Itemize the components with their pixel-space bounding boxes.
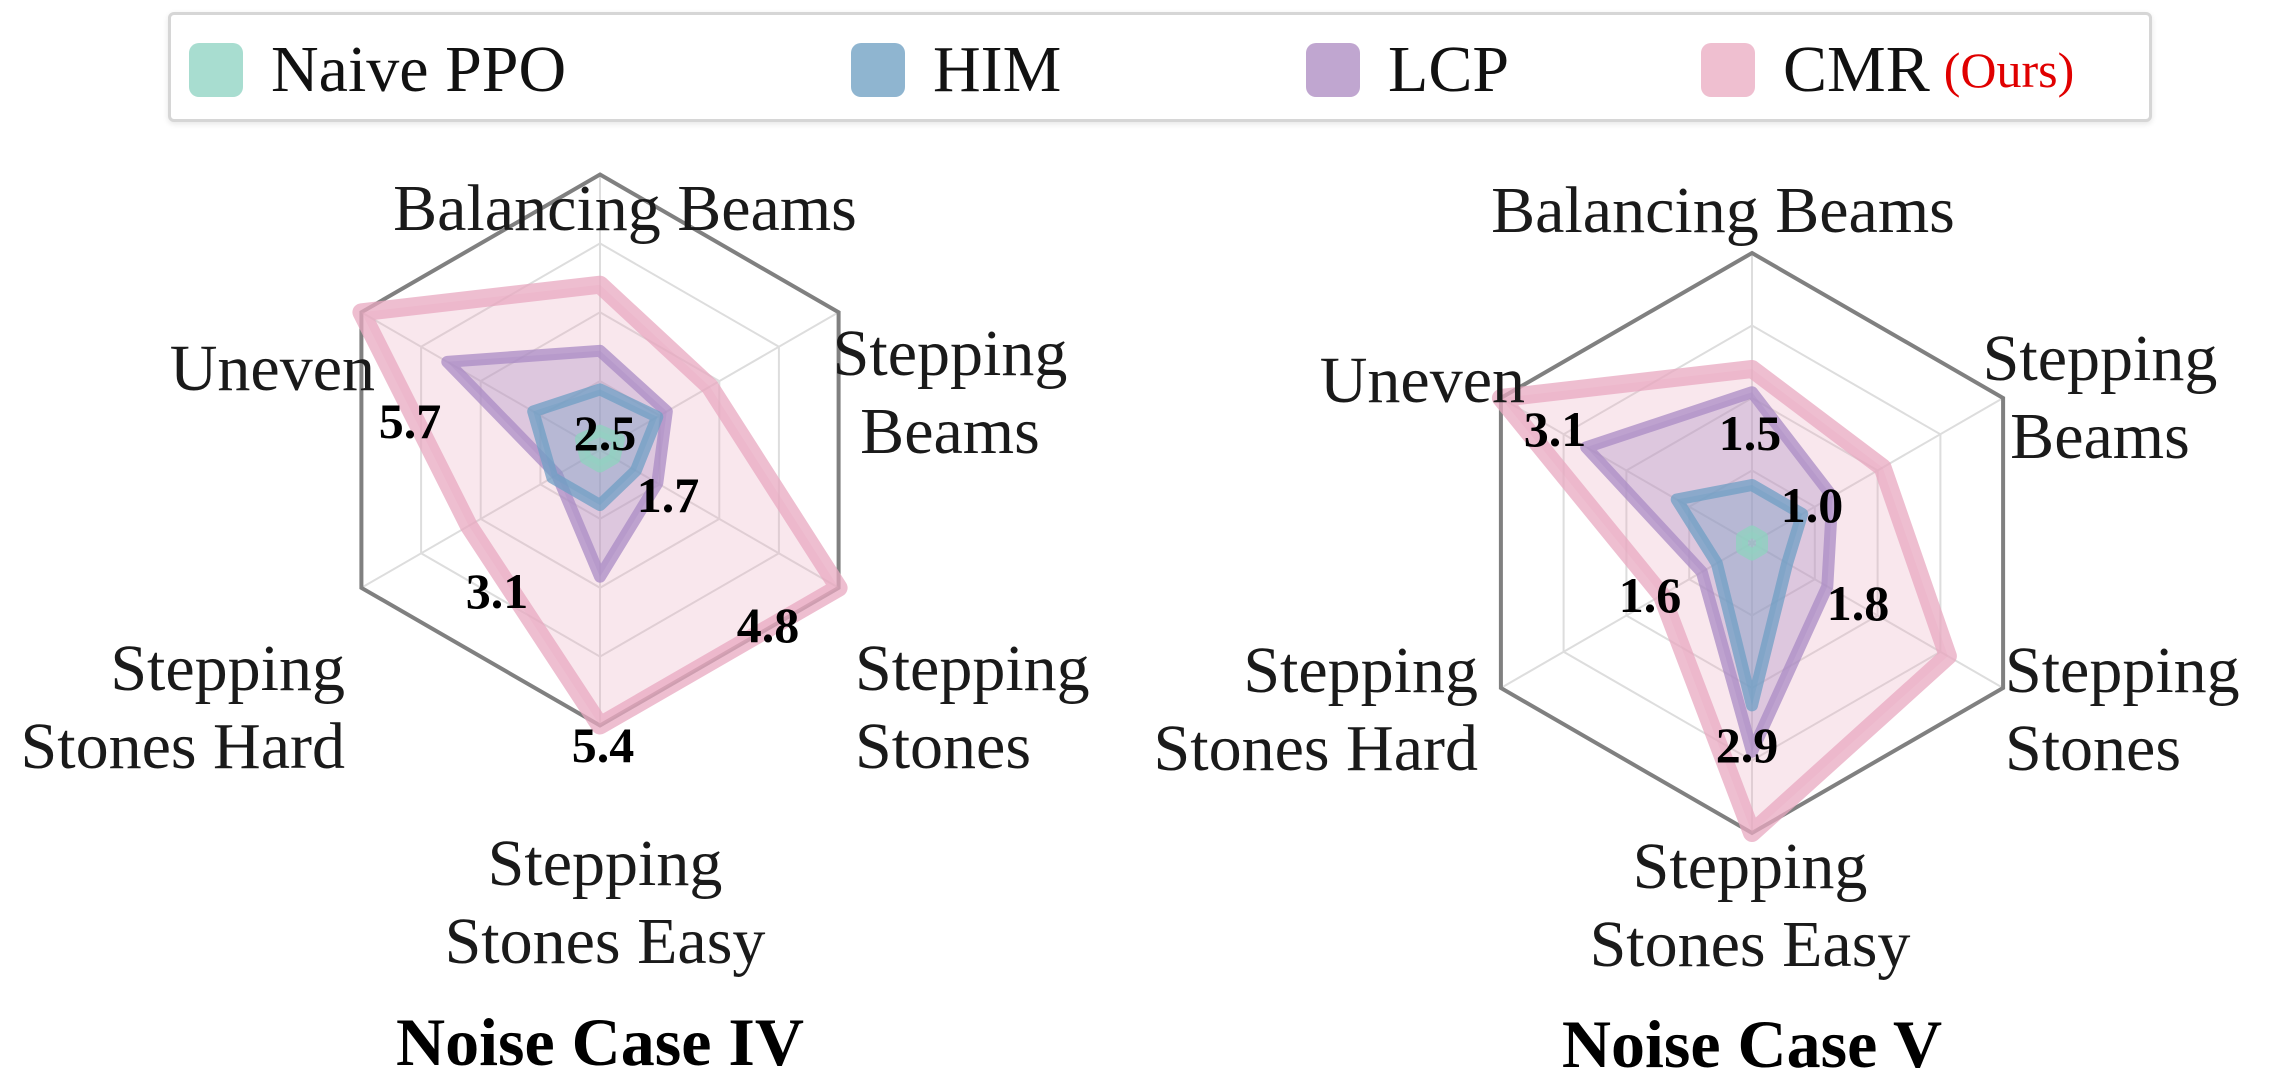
legend-swatch-him: [851, 43, 905, 97]
legend-item-lcp: LCP: [1306, 15, 1509, 125]
axis-label-line: Uneven: [170, 332, 375, 405]
value-label: 1.7: [637, 467, 700, 523]
legend-label: CMR: [1783, 33, 1930, 106]
axis-label-line: Balancing Beams: [393, 172, 857, 245]
axis-label-line: Stepping: [1633, 830, 1868, 903]
axis-label-line: Stones: [855, 710, 1031, 783]
axis-label-line: Stepping: [855, 632, 1090, 705]
chart-title: Noise Case IV: [396, 1004, 804, 1080]
series-lcp: [441, 344, 673, 583]
grid-spoke: [1500, 397, 1753, 544]
axis-label: Balancing Beams: [1491, 174, 1955, 247]
axis-label-line: Stones Hard: [21, 710, 345, 783]
axis-label-line: Balancing Beams: [1491, 174, 1955, 247]
series-him: [527, 383, 664, 512]
series-lcp: [1580, 386, 1839, 758]
value-label: 1.5: [1719, 405, 1782, 461]
axis-label-line: Stepping: [2005, 634, 2240, 707]
value-label: 1.6: [1619, 567, 1682, 623]
axis-label-line: Stones Hard: [1154, 712, 1478, 785]
grid-spoke: [360, 311, 601, 451]
axis-label: Uneven: [1320, 344, 1525, 417]
series-naive-ppo: [574, 424, 626, 473]
legend-swatch-lcp: [1306, 43, 1360, 97]
legend-item-cmr: CMR (Ours): [1701, 15, 2074, 125]
axis-label: Balancing Beams: [393, 172, 857, 245]
axis-label-line: Stones Easy: [1590, 908, 1911, 981]
axis-label-line: Stepping: [1983, 322, 2218, 395]
value-label: 2.5: [574, 405, 637, 461]
value-label: 4.8: [737, 597, 800, 653]
legend-label: HIM: [933, 33, 1062, 106]
axis-label-line: Beams: [2010, 400, 2190, 473]
grid-spoke: [599, 311, 840, 451]
legend-label: Naive PPO: [271, 33, 567, 106]
value-label: 3.1: [1524, 401, 1587, 457]
legend-suffix-ours: (Ours): [1943, 42, 2075, 98]
grid-spoke: [1500, 542, 1753, 689]
legend: Naive PPO HIM LCP CMR (Ours): [168, 12, 2152, 122]
axis-label-line: Stepping: [110, 632, 345, 705]
axis-label-line: Stepping: [488, 827, 723, 900]
radar-chart-1: 2.51.7 4.8 5.4 3.1 5.7 Balancing BeamsSteppin…: [21, 172, 1090, 1080]
value-label: 1.8: [1827, 575, 1890, 631]
radar-chart-2: 1.5 1.0 1.8 2.9 1.6 3.1 Balancing BeamsSteppin…: [1154, 174, 2240, 1082]
legend-swatch-naive-ppo: [189, 43, 243, 97]
value-label: 3.1: [466, 563, 529, 619]
axis-label-line: Stones Easy: [445, 905, 766, 978]
axis-label-line: Beams: [860, 395, 1040, 468]
axis-label-line: Stepping: [1243, 634, 1478, 707]
axis-label-line: Stepping: [833, 317, 1068, 390]
legend-label: LCP: [1388, 33, 1510, 106]
axis-label: Uneven: [170, 332, 375, 405]
value-label: 5.4: [572, 717, 635, 773]
series-naive-ppo: [1736, 525, 1768, 561]
axis-label-line: Uneven: [1320, 344, 1525, 417]
legend-swatch-cmr: [1701, 43, 1755, 97]
value-label: 2.9: [1716, 717, 1779, 773]
chart-title: Noise Case V: [1562, 1006, 1942, 1082]
value-label: 5.7: [379, 393, 442, 449]
series-him: [1670, 479, 1809, 712]
legend-item-naive-ppo: Naive PPO: [189, 15, 566, 125]
axis-label-line: Stones: [2005, 712, 2181, 785]
grid-spoke: [1751, 542, 2004, 689]
legend-item-him: HIM: [851, 15, 1061, 125]
value-label: 1.0: [1781, 477, 1844, 533]
